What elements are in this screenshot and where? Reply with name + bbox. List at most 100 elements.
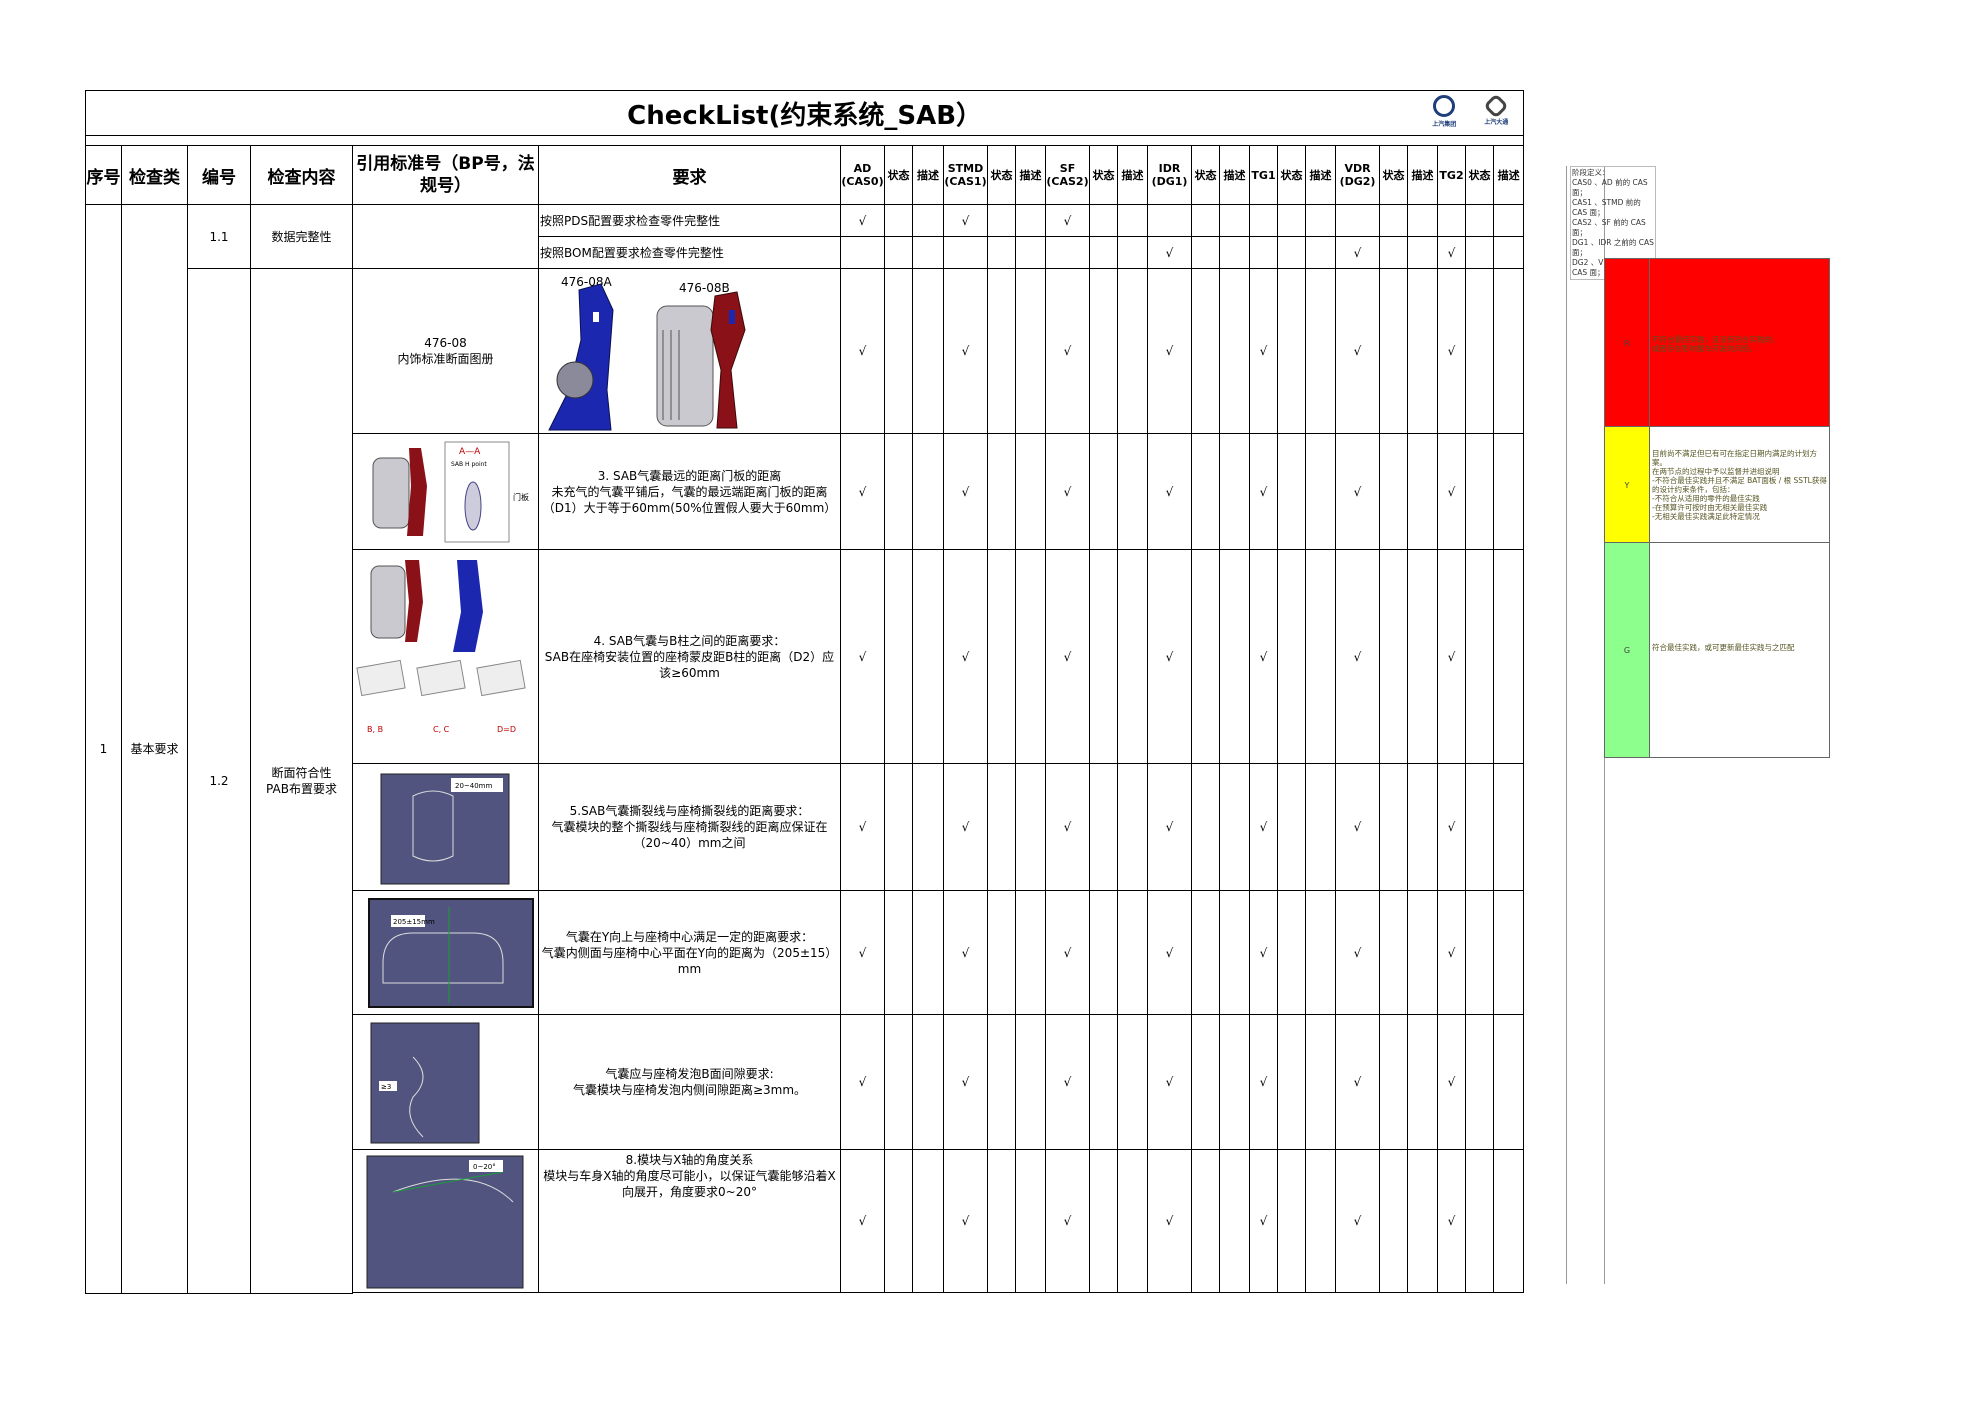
header-content: 检查内容	[250, 145, 353, 205]
table-row: 0~20° 8.模块与X轴的角度关系 模块与车身X轴的角度尽可能小，以保证气囊能…	[86, 1149, 1532, 1293]
check-cell: √	[1249, 1149, 1278, 1293]
check-cell	[1335, 204, 1380, 237]
check-cell: √	[1249, 433, 1278, 550]
check-cell: √	[840, 433, 885, 550]
saic-logo: 上汽集团	[1425, 95, 1463, 131]
check-cell: √	[943, 1149, 988, 1293]
header-desc: 描述	[912, 145, 944, 205]
check-cell: √	[943, 549, 988, 764]
table-row: 1 基本要求 1.1 数据完整性 按照PDS配置要求检查零件完整性 √ √ √	[85, 204, 1532, 1294]
logos: 上汽集团 上汽大通	[1425, 93, 1515, 131]
check-cell: √	[840, 549, 885, 764]
header-status: 状态	[1191, 145, 1220, 205]
check-cell: √	[1045, 890, 1090, 1015]
check-cell: √	[943, 204, 988, 237]
check-cell: √	[1335, 433, 1380, 550]
check-cell: √	[1045, 1149, 1090, 1293]
check-cell: √	[943, 268, 988, 434]
title-gap	[84, 135, 1525, 146]
header-desc: 描述	[1407, 145, 1438, 205]
check-cell: √	[943, 1014, 988, 1150]
check-cell: √	[840, 204, 885, 237]
check-cell: √	[1045, 763, 1090, 891]
requirement-cell: 5.SAB气囊撕裂线与座椅撕裂线的距离要求： 气囊模块的整个撕裂线与座椅撕裂线的…	[538, 763, 841, 891]
header-status: 状态	[1465, 145, 1494, 205]
check-cell: √	[1249, 549, 1278, 764]
legend-band-red: R 不符合最佳实践，且没有符合实践的， 或者存在影响整车开发的风险。	[1604, 258, 1830, 428]
header-desc: 描述	[1015, 145, 1046, 205]
image-cell-foam-gap: ≥3	[352, 1014, 539, 1150]
check-cell	[943, 236, 988, 269]
check-cell: √	[1437, 433, 1466, 550]
number-cell: 1.2	[187, 268, 251, 1294]
diagram-label-hpoint: SAB H point	[451, 461, 487, 468]
standard-cell-empty	[352, 204, 539, 269]
header-category: 检查类	[121, 145, 188, 205]
check-cell: √	[1437, 763, 1466, 891]
diagram-label-cc: C, C	[433, 725, 450, 734]
check-cell: √	[1045, 549, 1090, 764]
check-cell: √	[1335, 890, 1380, 1015]
standard-cell: 476-08 内饰标准断面图册	[352, 268, 539, 434]
check-cell: √	[1335, 763, 1380, 891]
check-cell: √	[1147, 433, 1192, 550]
check-cell: √	[1045, 204, 1090, 237]
check-cell: √	[943, 890, 988, 1015]
check-cell: √	[1335, 268, 1380, 434]
requirement-cell: 按照BOM配置要求检查零件完整性	[538, 236, 841, 269]
diagram-label-door: 门板	[513, 492, 529, 502]
legend-divider	[1566, 166, 1567, 1284]
diagram-label-476-08a: 476-08A	[561, 275, 613, 289]
table-row: 20~40mm 5.SAB气囊撕裂线与座椅撕裂线的距离要求： 气囊模块的整个撕裂…	[86, 763, 1532, 891]
diagram-y-distance: 205±15mm	[368, 897, 534, 1008]
header-desc: 描述	[1117, 145, 1148, 205]
image-cell-d2: B, B C, C D=D	[352, 549, 539, 764]
check-cell: √	[1147, 268, 1192, 434]
check-cell	[840, 236, 885, 269]
header-row: 序号 检查类 编号 检查内容 引用标准号（BP号，法规号） 要求 AD(CAS0…	[85, 145, 1532, 205]
diagram-label-y-distance: 205±15mm	[393, 918, 435, 926]
check-cell: √	[840, 1149, 885, 1293]
diagram-d1: A—A SAB H point 门板	[372, 441, 529, 542]
requirement-cell: 3. SAB气囊最远的距离门板的距离 未充气的气囊平铺后，气囊的最远端距离门板的…	[538, 433, 841, 550]
image-cell-tearline: 20~40mm	[352, 763, 539, 891]
table-row: 205±15mm 气囊在Y向上与座椅中心满足一定的距离要求： 气囊内侧面与座椅中…	[86, 890, 1532, 1015]
check-cell: √	[1249, 268, 1278, 434]
diagram-label-476-08b: 476-08B	[679, 281, 730, 295]
requirement-cell: 气囊在Y向上与座椅中心满足一定的距离要求： 气囊内侧面与座椅中心平面在Y向的距离…	[538, 890, 841, 1015]
requirement-cell: 气囊应与座椅发泡B面间隙要求: 气囊模块与座椅发泡内侧间隙距离≥3mm。	[538, 1014, 841, 1150]
check-cell: √	[1437, 549, 1466, 764]
check-cell: √	[1437, 1149, 1466, 1293]
category-cell: 基本要求	[121, 204, 188, 1294]
check-cell: √	[1147, 763, 1192, 891]
sheet-title-cell: CheckList(约束系统_SAB） 上汽集团 上汽大通	[84, 90, 1525, 136]
header-status: 状态	[1379, 145, 1408, 205]
check-cell: √	[1335, 549, 1380, 764]
section-diagram-476-08: 476-08A 476-08B	[548, 275, 746, 430]
header-desc: 描述	[1219, 145, 1250, 205]
legend-band-yellow: Y 目前尚不满足但已有可在指定日期内满足的计划方案。 在两节点的过程中予以监督并…	[1604, 426, 1830, 544]
checklist-table: CheckList(约束系统_SAB） 上汽集团 上汽大通 序号 检查类 编号 …	[84, 90, 1532, 1294]
header-standard: 引用标准号（BP号，法规号）	[352, 145, 539, 205]
number-cell: 1.1	[187, 204, 251, 269]
header-phase-stmd: STMD(CAS1)	[943, 145, 988, 205]
check-cell: √	[1437, 268, 1466, 434]
requirement-cell: 4. SAB气囊与B柱之间的距离要求： SAB在座椅安装位置的座椅蒙皮距B柱的距…	[538, 549, 841, 764]
header-seq: 序号	[85, 145, 122, 205]
legend-text: 目前尚不满足但已有可在指定日期内满足的计划方案。 在两节点的过程中予以监督并进组…	[1650, 427, 1829, 543]
check-cell: √	[1437, 890, 1466, 1015]
image-cell-angle: 0~20°	[352, 1149, 539, 1293]
table-row: B, B C, C D=D 4. SAB气囊与B柱之间的距离要求： SAB在座椅…	[86, 549, 1532, 764]
diagram-angle: 0~20°	[366, 1155, 524, 1288]
check-cell: √	[1147, 549, 1192, 764]
table-row: ≥3 气囊应与座椅发泡B面间隙要求: 气囊模块与座椅发泡内侧间隙距离≥3mm。 …	[86, 1014, 1532, 1150]
diagram-label-bb: B, B	[367, 725, 383, 734]
diagram-label-section: A—A	[459, 447, 481, 457]
header-number: 编号	[187, 145, 251, 205]
diagram-d2: B, B C, C D=D	[356, 559, 526, 734]
diagram-label-tear-distance: 20~40mm	[455, 782, 492, 790]
image-cell-y-distance: 205±15mm	[352, 890, 539, 1015]
check-cell: √	[1335, 1149, 1380, 1293]
legend-band-green: G 符合最佳实践，或可更新最佳实践与之匹配	[1604, 542, 1830, 758]
check-cell: √	[840, 890, 885, 1015]
